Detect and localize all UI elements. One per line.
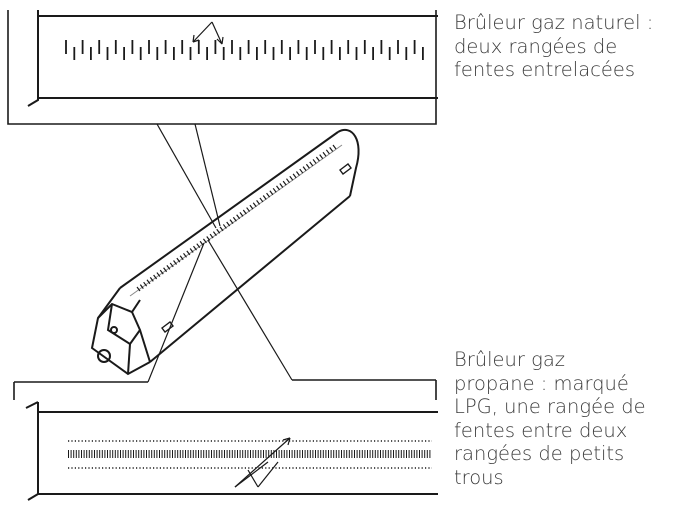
tube-slot [163,267,168,273]
tube-slot [216,228,221,234]
burner-tube [90,129,360,376]
panel-frame [7,10,437,125]
leader-line [147,242,205,383]
panel-left-bracket [27,402,39,501]
caption-line: fentes entre deux [454,418,628,442]
tube-slot [166,264,171,270]
leader-line [194,123,221,227]
tube-slot [159,269,164,275]
tube-slot [143,281,148,287]
tube-slot [173,260,178,265]
tube-slot [272,187,277,193]
tube-slot [242,209,247,215]
caption-line: trous [454,465,504,489]
tube-slot [179,255,184,261]
tube-slot [169,262,174,268]
tube-slot [302,166,307,172]
caption-line: propane : marqué [454,371,629,395]
tube-slot [252,202,257,208]
tube-slot [295,171,300,176]
caption-line: rangées de petits [454,442,625,465]
tube-slot [196,243,201,249]
caption-line: LPG, une rangée de [454,395,646,418]
natural-gas-caption: Brûleur gaz naturel : deux rangées de fe… [454,11,653,82]
tube-slot [325,149,330,155]
caption-line: Brûleur gaz [454,348,566,371]
natural-gas-slot-arrows [192,21,224,45]
tube-slot [246,207,251,212]
tube-slot [312,159,317,164]
panel-left-bracket [27,10,39,107]
tube-slot [136,286,141,292]
tube-slot [232,216,237,222]
tube-slot [269,190,274,196]
tube-slot [212,231,217,237]
tube-slot [299,168,304,174]
propane-detail-panel [13,380,438,501]
tube-slot [156,272,161,277]
tube-slot [286,178,290,184]
tube-slot [319,154,324,159]
tube-slot [236,214,241,220]
tube-slot [332,144,337,150]
tube-slot [149,277,154,282]
tube-slot [276,185,281,191]
propane-caption: Brûleur gaz propane : marqué LPG, une ra… [454,348,646,489]
tube-slot [189,248,194,253]
caption-line: Brûleur gaz naturel : [454,11,654,34]
leader-line [156,123,217,229]
tube-slot [183,252,187,258]
tube-slot [153,274,158,280]
tube-slot [239,212,244,217]
tube-slot [199,240,204,246]
tube-slot [226,221,231,227]
tube-slot [256,199,261,205]
tube-slot [209,233,214,239]
tube-end-tab [339,163,352,175]
caption-line: deux rangées de [454,34,618,58]
tube-slot-row [136,144,337,292]
panel-frame [13,380,437,400]
natural-gas-detail-panel [7,10,438,125]
tube-slot [322,151,327,157]
tube-slot [305,163,310,169]
tube-slot [329,147,334,152]
burner-inlet-head [90,287,151,376]
tube-slot [186,250,191,256]
tube-slot [206,236,211,241]
tube-slot [146,279,151,285]
tube-slot [219,226,224,232]
tube-mid-tab [161,321,174,333]
natural-gas-slot-rows [65,40,424,60]
tube-slot [262,195,267,200]
tube-slot [266,192,271,198]
tube-slot [229,219,234,224]
tube-slot [289,175,294,181]
tube-slot [139,284,144,289]
tube-slot [192,245,197,251]
propane-slot-arrows [234,437,291,488]
tube-slot [222,224,227,229]
tube-slot [176,257,181,263]
tube-slot [315,156,320,162]
leader-line [207,239,293,381]
tube-slot [282,180,287,186]
tube-slot [309,161,314,167]
tube-slot [249,204,254,210]
tube-slot [259,197,264,203]
caption-line: fentes entrelacées [454,58,636,81]
tube-slot [292,173,297,179]
tube-slot [279,183,284,188]
tube-slot [202,238,207,244]
